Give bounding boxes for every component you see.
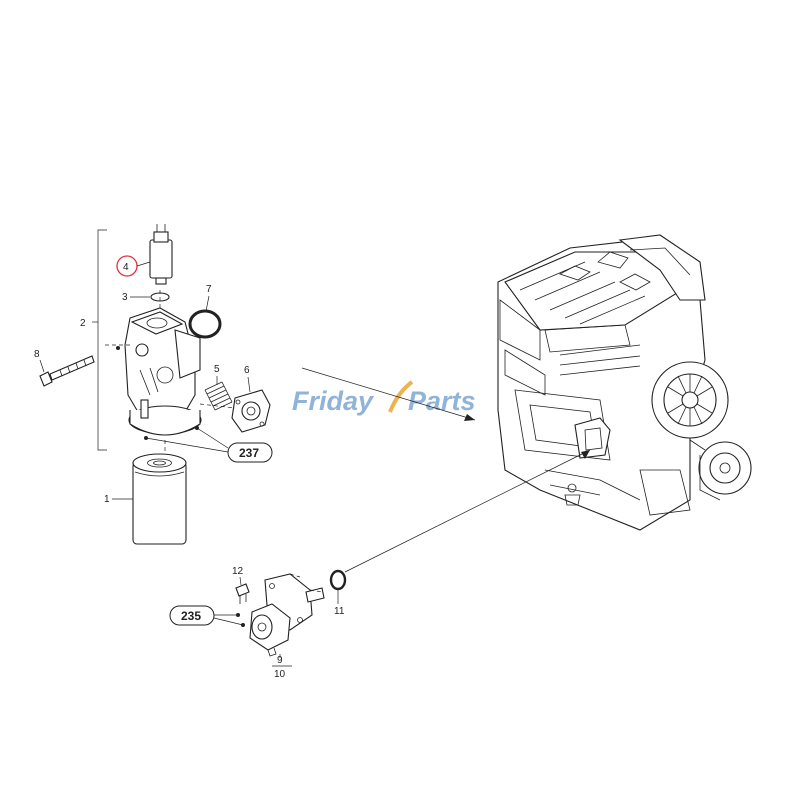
- watermark-text-parts: Parts: [408, 386, 476, 416]
- leader-6: [247, 376, 251, 393]
- part-5-spring: [204, 381, 233, 411]
- leader-8: [39, 359, 45, 373]
- callout-237: 237: [239, 446, 259, 460]
- leader-arrow-upper: [301, 367, 476, 421]
- callout-2: 2: [80, 318, 86, 329]
- leader-arrow-lower: [344, 449, 591, 573]
- callout-4: 4: [123, 262, 129, 273]
- callout-235: 235: [181, 609, 201, 623]
- leader-12: [239, 576, 242, 586]
- part-1-filter-cartridge: [132, 453, 187, 545]
- group-bracket-2: [97, 229, 107, 451]
- part-8-bolt: [39, 355, 95, 387]
- leader-9-10: [272, 654, 292, 667]
- callout-8: 8: [34, 349, 40, 360]
- part-12-fitting: [235, 583, 250, 604]
- group-badge-237: [227, 442, 273, 463]
- part-11-o-ring: [329, 569, 347, 591]
- engine-illustration: [497, 234, 752, 531]
- axis-line-cover: [199, 403, 236, 409]
- axis-line-adapter: [289, 573, 323, 593]
- part-4-sensor: [149, 224, 173, 285]
- part-6-cover-plate: [231, 389, 271, 433]
- watermark-swoosh-icon: [388, 380, 414, 413]
- callout-6: 6: [244, 365, 250, 376]
- callout-11: 11: [334, 606, 345, 617]
- leader-237: [145, 427, 229, 453]
- watermark-logo: Friday Parts: [292, 380, 476, 416]
- callout-1: 1: [104, 494, 110, 505]
- callout-10: 10: [274, 669, 286, 680]
- group-badge-235: [169, 605, 215, 626]
- part-7-seal-ring: [188, 309, 222, 339]
- ref-dot-8: [116, 346, 120, 350]
- callout-5: 5: [214, 364, 220, 375]
- callout-9: 9: [277, 655, 283, 666]
- callout-12: 12: [232, 566, 244, 577]
- part-9-adapter: [249, 573, 325, 657]
- leader-235: [213, 614, 244, 626]
- arrow-head-upper: [464, 414, 475, 421]
- callout-7: 7: [206, 284, 212, 295]
- leader-7: [205, 295, 210, 312]
- watermark-text-friday: Friday: [292, 386, 375, 416]
- arrow-head-lower: [581, 450, 590, 459]
- part-2-filter-head: [124, 307, 202, 436]
- leader-4: [136, 261, 151, 267]
- callout-3: 3: [122, 292, 128, 303]
